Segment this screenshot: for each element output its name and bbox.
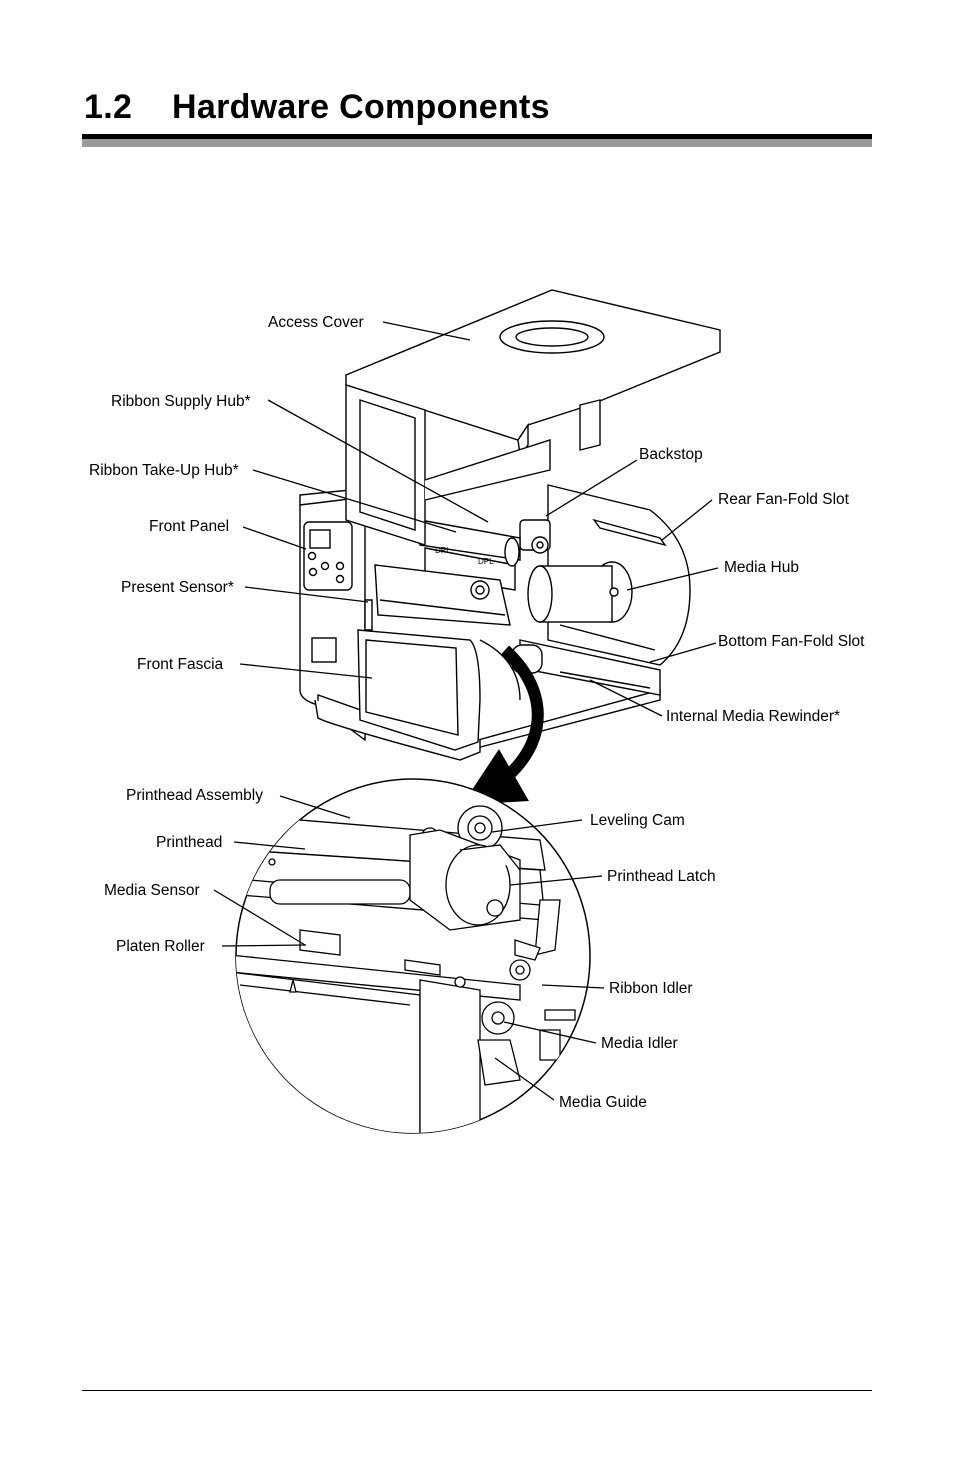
label-printhead-latch: Printhead Latch — [607, 868, 716, 885]
detail-arrow — [462, 645, 544, 806]
section-heading: 1.2 Hardware Components — [84, 88, 550, 127]
label-backstop: Backstop — [639, 446, 703, 463]
label-bottom-fan-fold-slot: Bottom Fan-Fold Slot — [718, 633, 865, 650]
label-media-guide: Media Guide — [559, 1094, 647, 1111]
label-platen-roller: Platen Roller — [116, 938, 205, 955]
footer-rule — [82, 1390, 872, 1391]
callout-labels: Access Cover Ribbon Supply Hub* Ribbon T… — [89, 314, 865, 1111]
section-title: Hardware Components — [172, 88, 550, 126]
label-front-fascia: Front Fascia — [137, 656, 224, 673]
label-present-sensor: Present Sensor* — [121, 579, 234, 596]
label-media-sensor: Media Sensor — [104, 882, 200, 899]
detail-view — [235, 778, 591, 1134]
label-ribbon-supply-hub: Ribbon Supply Hub* — [111, 393, 251, 410]
heading-rule — [82, 134, 872, 139]
label-internal-media-rewinder: Internal Media Rewinder* — [666, 708, 840, 725]
heading-rule-shadow — [82, 139, 872, 147]
section-number: 1.2 — [84, 88, 133, 126]
label-media-idler: Media Idler — [601, 1035, 678, 1052]
dpl-label-2: DPL — [478, 557, 494, 566]
label-rear-fan-fold-slot: Rear Fan-Fold Slot — [718, 491, 850, 508]
label-printhead-assembly: Printhead Assembly — [126, 787, 263, 804]
label-front-panel: Front Panel — [149, 518, 229, 535]
dpl-label-1: DPL — [435, 546, 451, 555]
label-ribbon-take-up-hub: Ribbon Take-Up Hub* — [89, 462, 239, 479]
printer-body: DPL DPL — [299, 484, 691, 761]
label-leveling-cam: Leveling Cam — [590, 812, 685, 829]
access-cover — [345, 289, 721, 546]
label-ribbon-idler: Ribbon Idler — [609, 980, 693, 997]
label-media-hub: Media Hub — [724, 559, 799, 576]
label-access-cover: Access Cover — [268, 314, 364, 331]
label-printhead: Printhead — [156, 834, 222, 851]
leader-lines — [213, 321, 719, 1101]
